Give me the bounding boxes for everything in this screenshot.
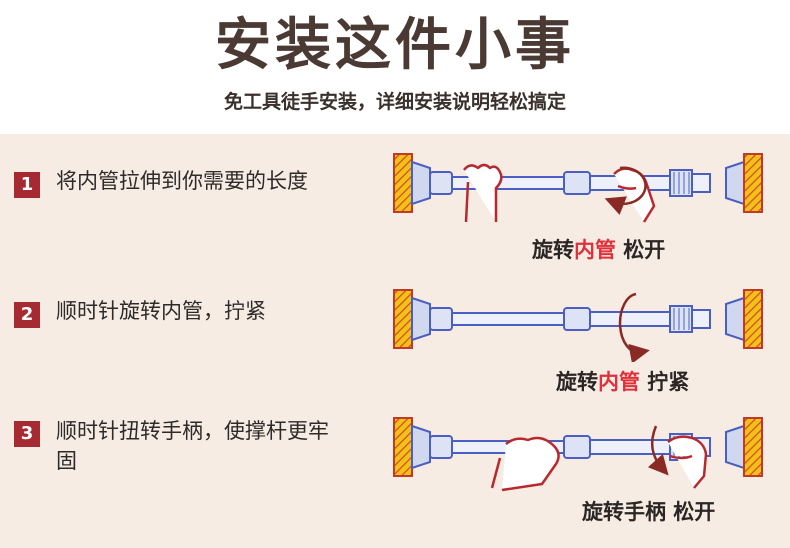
step-3-text: 顺时针扭转手柄，使撑杆更牢固: [56, 419, 329, 473]
page-subtitle: 免工具徒手安装，详细安装说明轻松搞定: [223, 91, 566, 113]
right-hand-icon: [667, 435, 708, 489]
right-end-pad: [743, 153, 763, 213]
step-2-caption: 旋转内管 拧紧: [556, 370, 690, 394]
tube-joint: [563, 307, 591, 331]
rotate-arrow-icon: [647, 425, 669, 476]
step-3-caption: 旋转手柄 松开: [582, 500, 716, 524]
step-3-badge: 3: [14, 421, 40, 447]
rotate-arrow-icon: [604, 166, 647, 215]
tube-joint: [563, 435, 591, 459]
left-end-pad: [393, 289, 413, 349]
left-end-pad: [393, 153, 413, 213]
right-end-cap: [725, 160, 745, 206]
left-hand-icon: [463, 163, 503, 223]
left-hand-icon: [490, 436, 560, 492]
step-3-rod-diagram: [393, 417, 763, 492]
step-1-badge: 1: [14, 172, 40, 198]
tube-joint: [563, 171, 591, 195]
left-end-cap: [411, 424, 431, 470]
left-end-cap: [411, 296, 431, 342]
rotate-arrow-icon: [618, 292, 650, 362]
right-end-cap: [725, 424, 745, 470]
step-2-rod-diagram: [393, 289, 763, 362]
step-1-caption: 旋转内管 松开: [532, 238, 666, 262]
left-end-pad: [393, 417, 413, 477]
right-end-cap: [725, 296, 745, 342]
step-2-text: 顺时针旋转内管，拧紧: [56, 299, 266, 323]
step-1-rod-diagram: [393, 153, 763, 223]
step-1-caption-highlight: 内管: [574, 238, 616, 262]
step-1-text: 将内管拉伸到你需要的长度: [56, 169, 308, 193]
right-end-pad: [743, 289, 763, 349]
page-title: 安装这件小事: [215, 13, 575, 78]
inner-tube: [451, 312, 565, 326]
step-2-badge: 2: [14, 302, 40, 328]
outer-tube: [589, 439, 671, 455]
outer-tube: [589, 311, 671, 327]
left-end-cap: [411, 160, 431, 206]
step-2-caption-highlight: 内管: [598, 370, 640, 394]
right-end-pad: [743, 417, 763, 477]
header: 安装这件小事 免工具徒手安装，详细安装说明轻松搞定: [0, 0, 790, 134]
